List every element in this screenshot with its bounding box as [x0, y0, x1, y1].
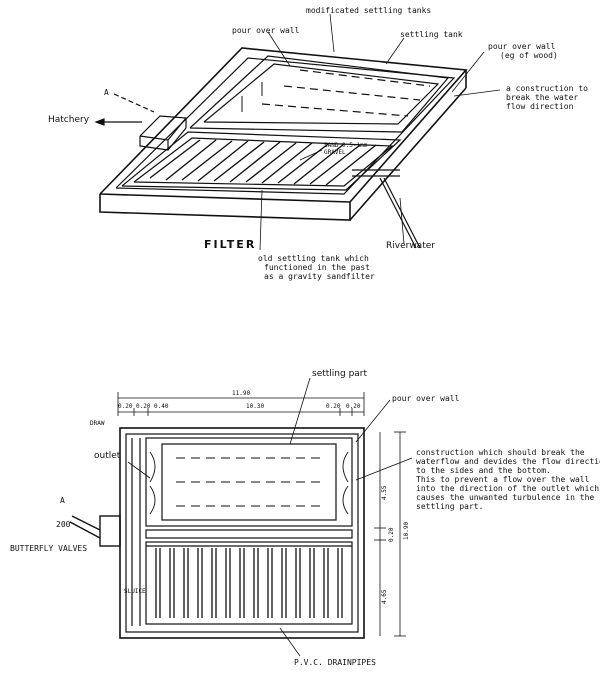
note-line-7: settling part. [416, 502, 484, 511]
section-line-a [113, 93, 155, 113]
filter-tank [121, 131, 402, 191]
settling-inner [161, 443, 337, 521]
label-marker-a-top: A [104, 88, 109, 97]
dimension-right [374, 431, 406, 637]
drainpipes [155, 548, 343, 618]
divider-wall [145, 529, 353, 539]
label-marker-a-plan: A [60, 496, 65, 505]
label-pour-over-wall-plan: pour over wall [392, 394, 460, 403]
label-construction-3: flow direction [506, 102, 574, 111]
label-pour-over-wall-right: pour over wall [488, 42, 556, 51]
label-hatchery: Hatchery [48, 115, 90, 125]
label-pour-over-wall-left: pour over wall [232, 26, 300, 35]
filter-compartment [145, 541, 353, 625]
label-settling-tank: settling tank [400, 30, 463, 39]
leader-lines-top [259, 13, 501, 251]
dim-2: 0.20 [136, 403, 151, 410]
dim-3: 0.40 [154, 403, 169, 410]
note-line-3: to the sides and the bottom. [416, 466, 551, 475]
note-line-4: This to prevent a flow over the wall [416, 475, 590, 484]
note-line-1: construction which should break the [416, 448, 585, 457]
label-filter: FILTER [204, 238, 257, 251]
label-riverwater: Riverwater [386, 241, 435, 251]
label-eg-of-wood: (eg of wood) [500, 51, 558, 60]
note-line-6: causes the unwanted turbulence in the [416, 493, 595, 502]
label-pipe-size: 200 [56, 520, 71, 529]
label-construction-2: break the water [506, 93, 579, 102]
inner-rim [115, 57, 456, 195]
label-old-tank-1: old settling tank which [258, 254, 369, 263]
settling-compartment [145, 437, 353, 527]
note-line-2: waterflow and devides the flow direction [416, 457, 600, 466]
label-construction-1: a construction to [506, 84, 588, 93]
label-gravel: GRAVEL [324, 149, 346, 156]
dim-5: 0.20 [326, 403, 341, 410]
leader-lines-plan [127, 377, 413, 657]
dim-height-upper: 4.55 [381, 485, 388, 500]
dim-6: 0.20 [346, 403, 361, 410]
hatchery-box [139, 115, 188, 151]
dimension-top [117, 392, 365, 416]
label-old-tank-2: functioned in the past [264, 263, 370, 272]
label-sand: SAND 0.5-1mm [324, 142, 368, 149]
dim-total-width: 11.90 [232, 390, 251, 397]
label-pvc-drainpipes: P.V.C. DRAINPIPES [294, 658, 376, 667]
filter-pipes [149, 139, 377, 186]
hatchery-arrow [94, 118, 142, 126]
label-outlet: outlet [94, 451, 121, 461]
dim-height-mid: 0.20 [388, 527, 395, 542]
left-channel [131, 438, 141, 626]
dim-height-lower: 4.65 [381, 589, 388, 604]
note-line-5: into the direction of the outlet which [416, 484, 600, 493]
outer-slab [99, 47, 468, 221]
label-butterfly-valves: BUTTERFLY VALVES [10, 544, 88, 553]
settling-tank-upper [189, 55, 450, 133]
side-curves [149, 451, 349, 515]
label-sluice: SLUICE [124, 588, 146, 595]
label-modificated-tanks: modificated settling tanks [306, 6, 432, 15]
outlet-pipe [69, 515, 121, 547]
dim-height-total: 10.90 [403, 521, 410, 540]
label-draw: DRAW [90, 420, 105, 427]
label-settling-part: settling part [312, 369, 368, 379]
flow-arrows-upper [261, 69, 431, 117]
dim-4: 10.30 [246, 403, 265, 410]
flow-arrows-plan [176, 457, 326, 507]
dim-1: 0.20 [118, 403, 133, 410]
label-old-tank-3: as a gravity sandfilter [264, 272, 375, 281]
river-inlet [352, 169, 421, 249]
inner-wall [125, 433, 359, 633]
